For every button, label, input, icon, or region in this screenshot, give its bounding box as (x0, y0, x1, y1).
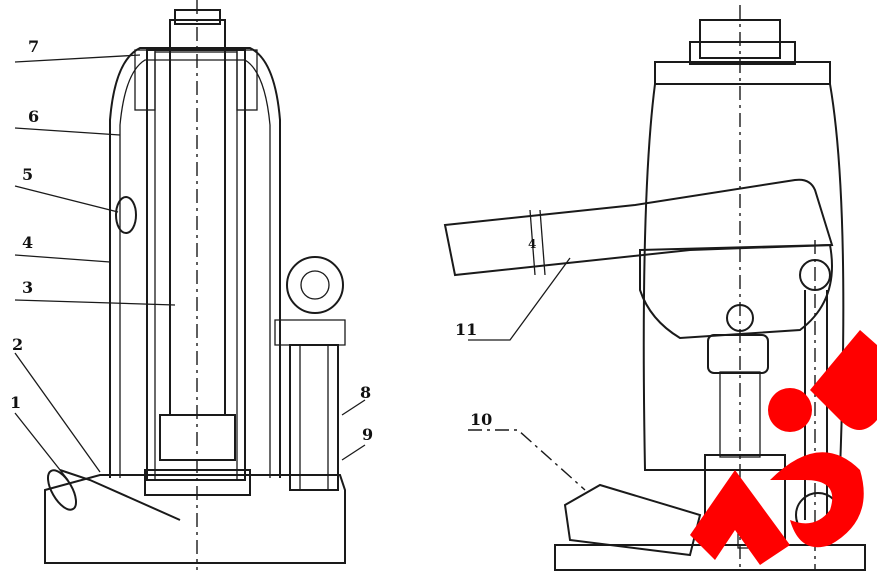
label-8: 8 (360, 383, 371, 402)
base-section (44, 474, 346, 564)
label-7: 7 (28, 37, 39, 56)
reservoir-cylinder (109, 47, 281, 478)
right-exterior-view: 11 10 4 (443, 5, 866, 571)
label-11: 11 (455, 320, 477, 339)
label-9: 9 (362, 425, 373, 444)
pump-cylinder (289, 344, 339, 491)
left-sectional-view: 7 6 5 4 3 2 1 8 9 (10, 0, 373, 570)
label-6: 6 (28, 107, 39, 126)
handle-mark: 4 (528, 237, 536, 251)
top-cap (654, 61, 831, 85)
label-5: 5 (22, 165, 33, 184)
label-2: 2 (12, 335, 23, 354)
pump-head (286, 256, 344, 314)
pump-handle (443, 178, 834, 277)
label-3: 3 (22, 278, 33, 297)
jack-body (642, 83, 845, 471)
oil-plug (115, 196, 137, 234)
release-screw (59, 469, 181, 521)
label-1: 1 (10, 393, 21, 412)
pump-housing (639, 243, 833, 340)
label-4: 4 (22, 233, 33, 252)
watermark (690, 330, 877, 565)
label-10: 10 (470, 410, 492, 429)
